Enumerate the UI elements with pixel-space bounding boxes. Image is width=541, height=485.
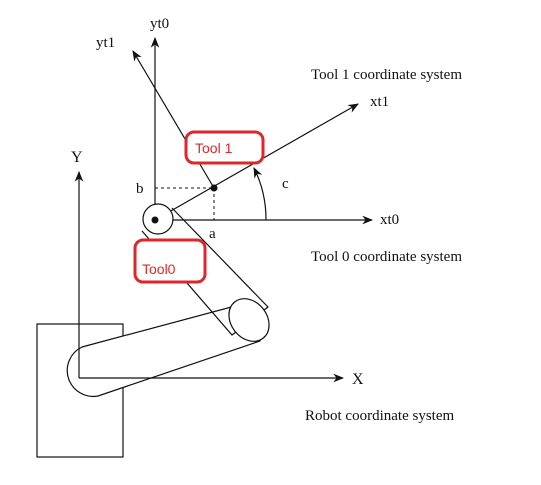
label-X: X bbox=[352, 371, 364, 388]
label-xt1: xt1 bbox=[370, 94, 389, 110]
label-xt0: xt0 bbox=[380, 212, 399, 228]
robot-system-caption: Robot coordinate system bbox=[305, 408, 454, 424]
label-b: b bbox=[136, 181, 144, 197]
tool1-tag-box bbox=[184, 130, 265, 165]
tool0-tag-label: Tool0 bbox=[142, 261, 176, 277]
tool1-y-axis bbox=[132, 50, 215, 189]
tool1-system-caption: Tool 1 coordinate system bbox=[311, 67, 462, 83]
label-Y: Y bbox=[71, 149, 83, 166]
robot-arm-link-lower bbox=[66, 301, 261, 398]
tool0-point bbox=[151, 216, 159, 224]
label-a: a bbox=[209, 226, 216, 242]
tool1-point bbox=[210, 184, 218, 192]
tool0-system-caption: Tool 0 coordinate system bbox=[311, 249, 462, 265]
label-yt1: yt1 bbox=[96, 35, 115, 51]
robot-arm-joint bbox=[228, 298, 270, 342]
tool0-tag-box bbox=[133, 238, 207, 284]
label-c: c bbox=[282, 176, 289, 192]
label-yt0: yt0 bbox=[150, 16, 169, 32]
angle-arc-c bbox=[253, 167, 267, 221]
tool1-tag-label: Tool 1 bbox=[195, 140, 233, 156]
